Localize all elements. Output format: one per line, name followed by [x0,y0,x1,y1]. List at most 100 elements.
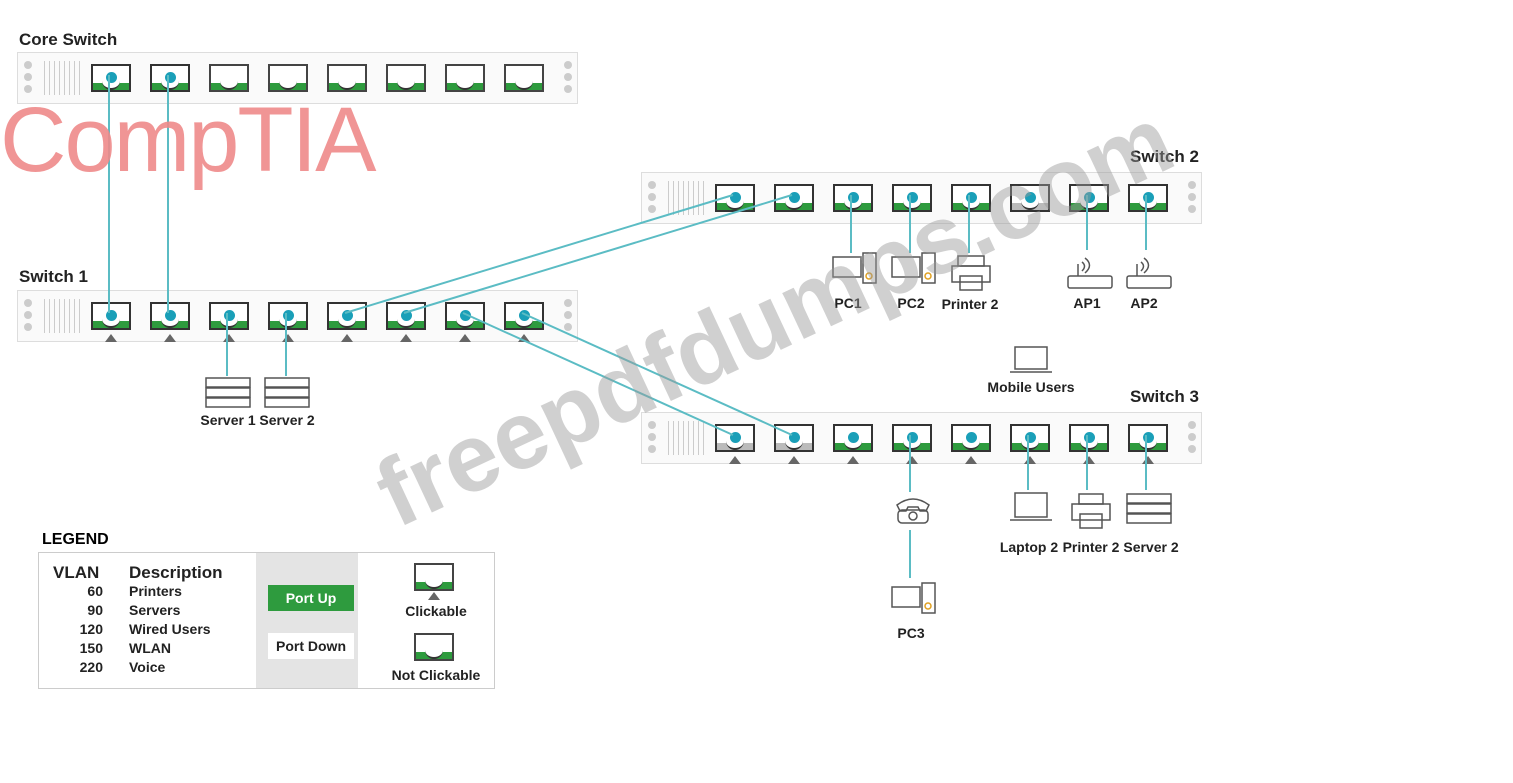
link-dot [165,72,176,83]
clickability-legend: Clickable Not Clickable [359,553,494,688]
s1-port-1[interactable] [91,302,131,330]
link-dot [1025,192,1036,203]
s1-port-3[interactable] [209,302,249,330]
switch1-title: Switch 1 [19,267,88,286]
s3-port-8[interactable] [1128,424,1168,452]
link-dot [1143,432,1154,443]
s2-port-4 [892,184,932,212]
link-dot [165,310,176,321]
clickable-port-sample [414,563,454,591]
vlan-desc: Voice [129,659,166,675]
core-port-1 [91,64,131,92]
port-status-legend: Port Up Port Down [256,553,358,688]
link-dot [106,72,117,83]
s3-port-3[interactable] [833,424,873,452]
core-port-6 [386,64,426,92]
core-port-7 [445,64,485,92]
s2-port-6 [1010,184,1050,212]
s1-port-4[interactable] [268,302,308,330]
link-dot [966,192,977,203]
port-up-swatch: Port Up [268,585,354,611]
link-dot [848,192,859,203]
vlan-desc: Wired Users [129,621,211,637]
core-port-8 [504,64,544,92]
link-dot [730,432,741,443]
s3-port-4[interactable] [892,424,932,452]
s3-port-7[interactable] [1069,424,1109,452]
vlan-header: VLAN [53,563,100,582]
switch2-title: Switch 2 [1130,147,1199,166]
laptop-icon [1010,492,1052,521]
link-dot [283,310,294,321]
mount-holes [1188,181,1196,217]
vlan-id: 220 [79,659,103,675]
vlan-desc: Printers [129,583,182,599]
core-port-2 [150,64,190,92]
link-dot [1025,432,1036,443]
server-icon [1126,493,1172,524]
clickable-triangle-icon [906,456,918,464]
link-dot [1143,192,1154,203]
link-dot [789,192,800,203]
s3-port-5[interactable] [951,424,991,452]
server2-label: Server 2 [259,412,315,428]
s2-port-3 [833,184,873,212]
clickable-triangle-icon [1142,456,1154,464]
core-switch-title: Core Switch [19,30,118,49]
clickable-triangle-icon [223,334,235,342]
clickable-triangle-icon [341,334,353,342]
printer-icon [1071,493,1111,529]
link-dot [1084,192,1095,203]
pc2-label: PC2 [897,295,925,311]
core-port-4 [268,64,308,92]
phone-icon [896,498,930,524]
printer2-s3-label: Printer 2 [1062,539,1120,555]
clickable-triangle-icon [164,334,176,342]
legend-title: LEGEND [42,531,109,548]
pc3-label: PC3 [897,625,925,641]
pc-icon [891,252,936,284]
clickable-triangle-icon [1024,456,1036,464]
pc-icon [832,252,877,284]
s2-port-7 [1069,184,1109,212]
pc1-label: PC1 [834,295,862,311]
vlan-desc: Servers [129,602,181,618]
link-dot [789,432,800,443]
core-port-3 [209,64,249,92]
s1-port-2[interactable] [150,302,190,330]
mount-holes [24,299,32,335]
link-dot [401,310,412,321]
clickable-triangle-icon [788,456,800,464]
core-switch [17,52,578,104]
printer2-label: Printer 2 [941,296,999,312]
access-point-icon [1067,257,1113,289]
s3-port-6[interactable] [1010,424,1050,452]
server1-label: Server 1 [200,412,256,428]
mobile-users-label: Mobile Users [987,379,1075,395]
vlan-id: 120 [79,621,103,637]
access-point-icon [1126,257,1172,289]
mount-holes [1188,421,1196,457]
description-header: Description [129,563,223,582]
vlan-id: 150 [79,640,103,656]
not-clickable-label: Not Clickable [391,667,481,683]
s2-port-2 [774,184,814,212]
link-dot [966,432,977,443]
link-dot [224,310,235,321]
clickable-triangle-icon [105,334,117,342]
vlan-id: 60 [87,583,103,599]
clickable-triangle-icon [729,456,741,464]
clickable-triangle-icon [428,592,440,600]
vent-grille [44,299,84,333]
port-down-swatch: Port Down [268,633,354,659]
ap2-label: AP2 [1130,295,1158,311]
mount-holes [564,61,572,97]
not-clickable-port-sample [414,633,454,661]
link-dot [106,310,117,321]
clickable-triangle-icon [282,334,294,342]
clickable-triangle-icon [1083,456,1095,464]
laptop-icon [1010,346,1052,373]
